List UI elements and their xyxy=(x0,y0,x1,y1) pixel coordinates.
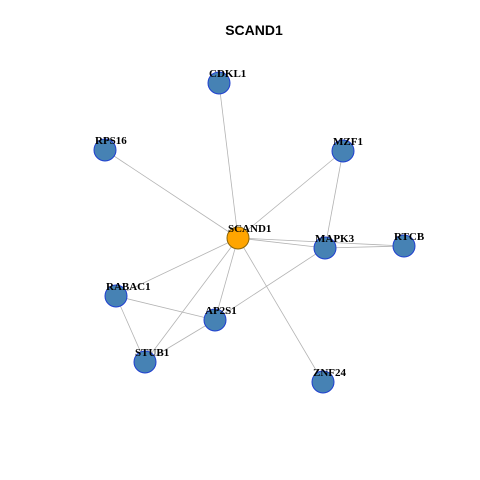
node-circle-rtcb xyxy=(392,234,416,258)
node-mapk3: MAPK3 xyxy=(313,233,355,260)
edge-ap2s1-stub1 xyxy=(144,319,216,363)
node-label-ap2s1: AP2S1 xyxy=(205,305,237,317)
graph-title: SCAND1 xyxy=(225,22,283,38)
node-label-rps16: RPS16 xyxy=(95,135,127,147)
edge-mapk3-ap2s1 xyxy=(214,247,326,321)
edge-scand1-znf24 xyxy=(237,237,324,383)
node-scand1: SCAND1 xyxy=(226,223,271,250)
edge-rabac1-ap2s1 xyxy=(115,295,216,321)
node-label-znf24: ZNF24 xyxy=(313,367,347,379)
node-label-rabac1: RABAC1 xyxy=(106,281,151,293)
node-znf24: ZNF24 xyxy=(311,367,347,394)
node-mzf1: MZF1 xyxy=(331,136,363,163)
node-ap2s1: AP2S1 xyxy=(203,305,237,332)
node-rps16: RPS16 xyxy=(93,135,127,162)
node-circle-rps16 xyxy=(93,138,117,162)
node-label-stub1: STUB1 xyxy=(135,347,169,359)
node-rabac1: RABAC1 xyxy=(104,281,151,308)
edge-mapk3-rtcb xyxy=(324,245,405,249)
edge-scand1-mapk3 xyxy=(237,237,326,249)
node-circle-stub1 xyxy=(133,350,157,374)
edge-scand1-ap2s1 xyxy=(214,237,239,321)
node-circle-scand1 xyxy=(226,226,250,250)
node-circle-mzf1 xyxy=(331,139,355,163)
edge-scand1-stub1 xyxy=(144,237,239,363)
node-circle-ap2s1 xyxy=(203,308,227,332)
node-label-cdkl1: CDKL1 xyxy=(209,68,246,80)
node-rtcb: RTCB xyxy=(392,231,425,258)
node-label-mzf1: MZF1 xyxy=(333,136,363,148)
node-circle-mapk3 xyxy=(313,236,337,260)
edge-rabac1-stub1 xyxy=(115,295,146,363)
edge-scand1-cdkl1 xyxy=(218,82,239,239)
node-label-rtcb: RTCB xyxy=(394,231,425,243)
node-circle-znf24 xyxy=(311,370,335,394)
edge-mzf1-mapk3 xyxy=(324,150,344,249)
edge-scand1-rabac1 xyxy=(115,237,239,297)
node-cdkl1: CDKL1 xyxy=(207,68,246,95)
edge-scand1-mzf1 xyxy=(237,150,344,239)
node-circle-rabac1 xyxy=(104,284,128,308)
node-circle-cdkl1 xyxy=(207,71,231,95)
node-label-scand1: SCAND1 xyxy=(228,223,271,235)
node-stub1: STUB1 xyxy=(133,347,169,374)
node-label-mapk3: MAPK3 xyxy=(315,233,355,245)
edge-scand1-rps16 xyxy=(104,149,239,239)
